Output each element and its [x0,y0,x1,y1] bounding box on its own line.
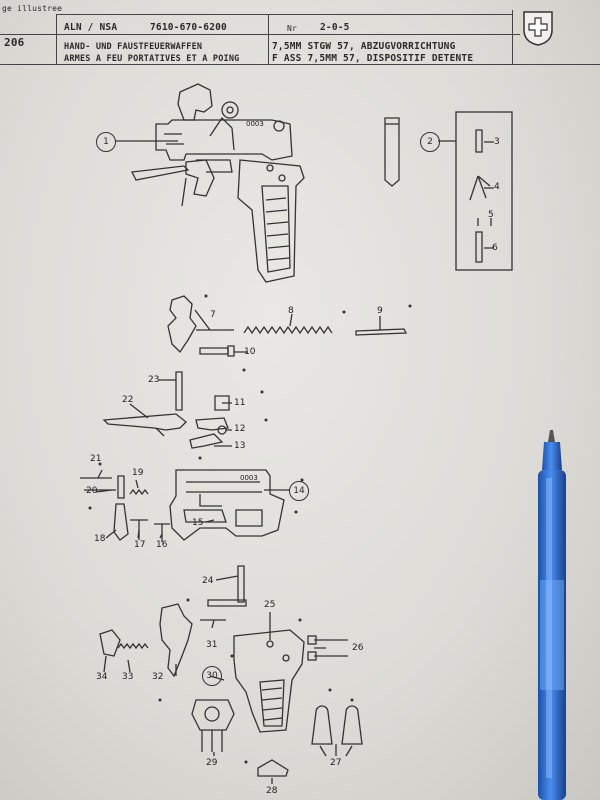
callout-3: 3 [494,137,500,147]
callout-2: 2 [420,132,440,152]
callout-13: 13 [234,441,246,451]
callout-8: 8 [288,306,294,316]
callout-17: 17 [134,540,146,550]
callout-26: 26 [352,643,364,653]
swiss-cross-crest-icon [523,11,553,46]
callout-23: 23 [148,375,160,385]
callout-6: 6 [492,243,498,253]
aln-value: 7610-670-6200 [150,22,227,33]
callout-22: 22 [122,395,134,405]
callout-18: 18 [94,534,106,544]
callout-28: 28 [266,786,278,796]
callout-34: 34 [96,672,108,682]
title-french: ARMES A FEU PORTATIVES ET A POING [64,54,240,64]
callout-4: 4 [494,182,500,192]
header-divider [0,34,520,35]
subtitle-german: 7,5MM STGW 57, ABZUGVORRICHTUNG [272,41,456,52]
callout-27: 27 [330,758,342,768]
header-top-rule [56,14,512,15]
header-column-rule [56,14,57,64]
callout-25: 25 [264,600,276,610]
header-column-rule [268,14,269,64]
callout-12: 12 [234,424,246,434]
callout-1: 1 [96,132,116,152]
nr-label: Nr [287,24,298,33]
callout-7: 7 [210,310,216,320]
callout-31: 31 [206,640,218,650]
callout-16: 16 [156,540,168,550]
title-german: HAND- UND FAUSTFEUERWAFFEN [64,42,203,52]
page-number: 206 [4,36,25,49]
aln-label: ALN / NSA [64,22,118,33]
subtitle-french: F ASS 7,5MM 57, DISPOSITIF DETENTE [272,53,474,64]
stamp-mark: 0003 [240,474,258,482]
callout-33: 33 [122,672,134,682]
callout-14: 14 [289,481,309,501]
callout-32: 32 [152,672,164,682]
callout-19: 19 [132,468,144,478]
stamp-mark: 0003 [246,120,264,128]
header-bottom-rule [0,64,600,65]
callout-29: 29 [206,758,218,768]
corner-text: ge illustree [2,4,63,13]
header-column-rule [512,10,513,64]
callout-24: 24 [202,576,214,586]
blue-pen [538,430,566,800]
callout-10: 10 [244,347,256,357]
callout-5: 5 [488,210,494,220]
callout-9: 9 [377,306,383,316]
callout-15: 15 [192,518,204,528]
callout-11: 11 [234,398,246,408]
callout-20: 20 [86,486,98,496]
callout-30: 30 [202,666,222,686]
nr-value: 2-0-5 [320,22,350,33]
callout-21: 21 [90,454,102,464]
